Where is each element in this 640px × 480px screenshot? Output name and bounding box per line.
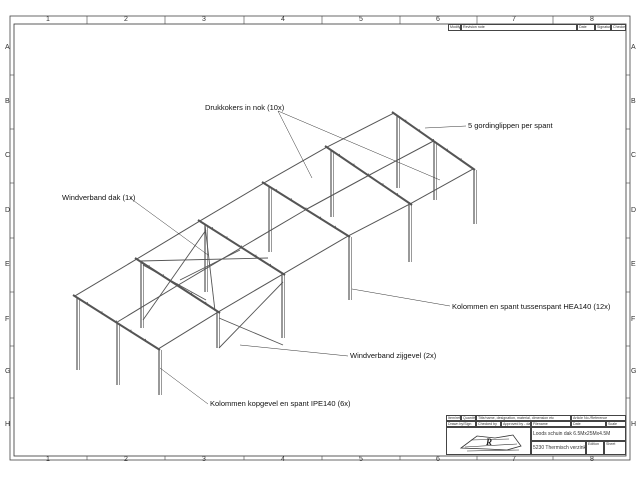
ridge-strut [116,285,178,323]
tb-quantity: Quantity [461,415,476,421]
label-intermediate-frames: Kolommen en spant tussenspant HEA140 (12… [452,302,611,311]
rev-col-modify: Modify [448,24,461,31]
ridge-strut [199,182,265,222]
side-bracing [142,264,207,301]
outer-border [9,15,631,461]
tb-article-no: Article No./Reference [571,415,626,421]
svg-text:R: R [485,437,492,447]
row-letter-left: H [5,421,11,428]
label-gable-frames: Kolommen kopgevel en spant IPE140 (6x) [210,399,351,408]
column-number-bottom: 4 [281,456,285,463]
rev-col-checked: Checked [611,24,626,31]
ridge-strut [305,175,369,210]
row-letter-right: E [631,261,636,268]
row-letter-left: A [5,44,10,51]
column-number-top: 5 [359,16,363,23]
company-logo: R [446,427,531,455]
roof-bracing [204,224,216,312]
rev-col-signature: Signature [595,24,611,31]
label-purlin-cleats: 5 gordinglippen per spant [468,121,553,130]
ridge-strut [348,203,411,237]
row-letter-right: G [631,368,637,375]
row-letter-right: H [631,421,637,428]
ridge-strut [263,146,327,184]
tb-title: Loods schuin dak 6.5Mx25Mx4.5M [531,427,626,441]
row-letter-left: G [5,368,11,375]
row-letter-right: D [631,207,637,214]
label-side-bracing: Windverband zijgevel (2x) [350,351,437,360]
column-number-bottom: 5 [359,456,363,463]
rev-col-date: Date [577,24,595,31]
grid-ticks [10,16,630,460]
side-bracing [218,317,284,346]
column-number-bottom: 2 [124,456,128,463]
ridge-strut [157,311,219,350]
column-number-top: 8 [590,16,594,23]
column-number-bottom: 3 [202,456,206,463]
column-number-top: 6 [436,16,440,23]
column-number-bottom: 1 [46,456,50,463]
column-number-top: 3 [202,16,206,23]
tb-item-ref: Item/ref [446,415,461,421]
steel-structure [72,111,477,395]
tb-edition: Edition [586,441,604,455]
leader-lines [129,110,467,405]
ridge-strut [136,220,200,260]
tb-date: Date [571,421,606,427]
rev-col-note: Revision note [461,24,577,31]
gable-frame-front [72,294,162,395]
column-number-top: 2 [124,16,128,23]
row-letter-right: B [631,98,636,105]
row-letter-left: E [5,261,10,268]
column-number-bottom: 7 [512,456,516,463]
roof-bracing [179,249,241,281]
row-letter-left: D [5,207,11,214]
row-letter-right: A [631,44,636,51]
ridge-strut [241,209,307,248]
tb-drawn-by: Drawn by/Sign [446,421,476,427]
intermediate-frame [261,181,352,300]
column-number-top: 4 [281,16,285,23]
ridge-strut [218,273,284,313]
intermediate-frame [324,145,413,262]
label-roof-bracing: Windverband dak (1x) [62,193,136,202]
label-ridge-struts: Drukkokers in nok (10x) [205,103,285,112]
ridge-strut [326,112,394,148]
ridge-strut [283,235,349,275]
column-number-bottom: 8 [590,456,594,463]
tb-sheet: Sheet [604,441,626,455]
column-number-top: 1 [46,16,50,23]
tb-title-header: Title/name, designation, material, dimen… [476,415,571,421]
column-number-bottom: 6 [436,456,440,463]
roof-bracing [139,257,269,262]
row-letter-right: C [631,152,637,159]
row-letter-right: F [631,316,636,323]
tb-subtitle: 5230 Thermisch verzinkt [531,441,586,455]
row-letter-left: B [5,98,10,105]
ridge-strut [410,168,474,205]
column-number-top: 7 [512,16,516,23]
side-bracing [142,229,207,321]
tb-scale: Scale [606,421,626,427]
tb-checked-by: Checked by [476,421,501,427]
inner-border [13,23,627,457]
row-letter-left: F [5,316,10,323]
ridge-strut [368,140,434,176]
side-bracing [218,281,284,349]
ridge-strut [74,258,137,297]
tb-approved-by: Approved by - date [501,421,531,427]
row-letter-left: C [5,152,11,159]
tb-filename: Filename [531,421,571,427]
